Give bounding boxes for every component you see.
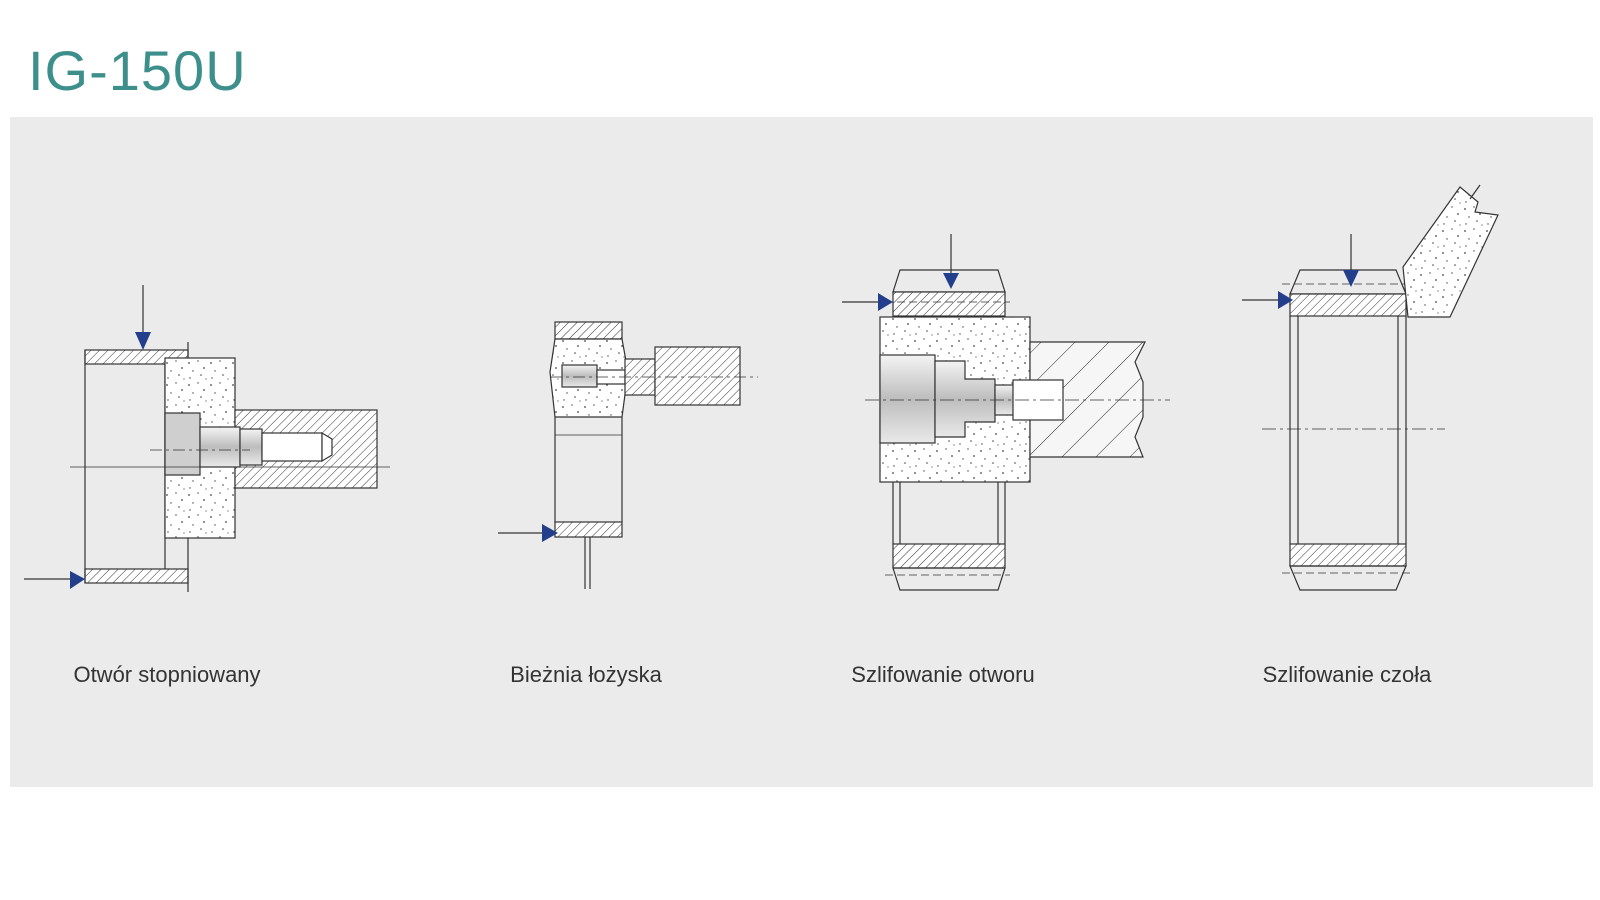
- diagram-canvas: [24, 184, 1499, 592]
- arrow-marker: [1343, 270, 1359, 287]
- caption-face-grinding: Szlifowanie czoła: [1262, 662, 1432, 687]
- figure-bore-grinding: [842, 234, 1170, 591]
- arrow-marker: [542, 524, 558, 542]
- figure-stepped-bore: [24, 285, 390, 592]
- arrow-marker: [878, 293, 893, 311]
- figure-bearing-race: [498, 321, 758, 589]
- arrow-marker: [943, 273, 959, 289]
- figure-face-grinding: [1242, 184, 1499, 591]
- arrow-marker: [135, 332, 151, 350]
- caption-bore-grinding: Szlifowanie otworu: [851, 662, 1035, 687]
- arrow-marker: [70, 571, 85, 589]
- caption-stepped-bore: Otwór stopniowany: [73, 662, 261, 687]
- page-title: IG-150U: [28, 39, 247, 102]
- caption-bearing-race: Bieżnia łożyska: [510, 662, 662, 687]
- arrow-marker: [1278, 291, 1293, 309]
- diagram-panel: Otwór stopniowany Bieżnia łożyska Szlifo…: [10, 117, 1593, 787]
